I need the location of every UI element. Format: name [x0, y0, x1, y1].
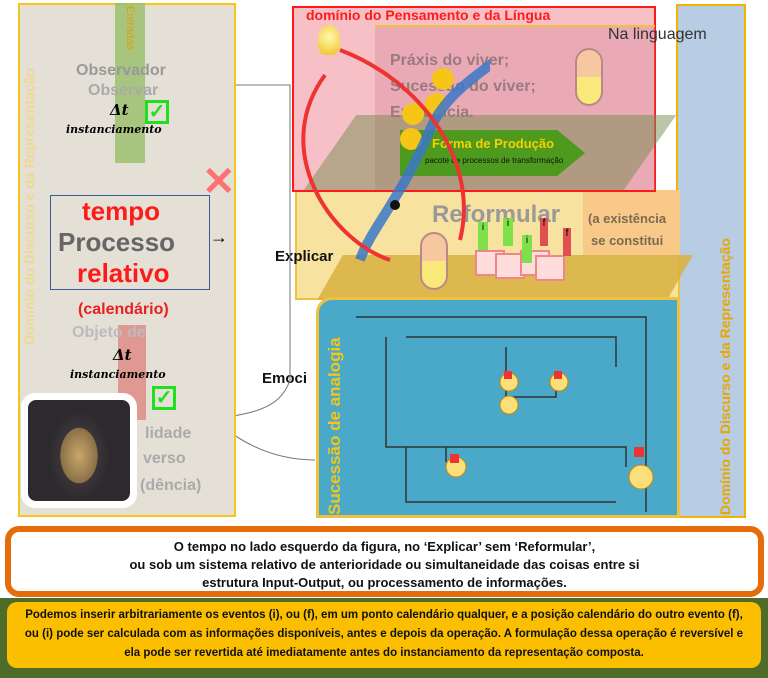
- tempo-label: tempo: [82, 196, 160, 226]
- observador-label: Observador: [76, 62, 166, 79]
- arrow-right-icon: →: [210, 227, 228, 247]
- reformular-label: Reformular: [432, 201, 561, 228]
- event-cards: [475, 245, 570, 281]
- existencia-line-2: se constitui: [591, 233, 664, 248]
- praxis-line-1: Práxis do viver;: [390, 52, 510, 69]
- instanciamento-top: instanciamento: [66, 123, 162, 136]
- left-domain-label: Domínio do Discurso e da Representação: [21, 68, 37, 345]
- entradas-arrow: [115, 3, 145, 163]
- marker-i-1: i: [478, 222, 488, 250]
- marker-i-2: i: [503, 218, 513, 246]
- analogy-box: [316, 297, 680, 518]
- dencia-label: (dência): [140, 477, 202, 494]
- calendario-label: (calendário): [78, 301, 169, 318]
- delta-t-bottom: Δt: [113, 346, 132, 364]
- process-nodes: [445, 371, 654, 490]
- smiley-icon: [400, 128, 422, 150]
- cube-node-icon: [575, 48, 603, 106]
- forma-producao-subtitle: pacote de processos de transformação: [425, 156, 564, 165]
- forma-producao-title: Forma de Produção: [432, 136, 555, 151]
- marker-f-2: f: [563, 228, 571, 256]
- check-icon: ✓: [145, 100, 169, 124]
- entradas-label: Entradas: [124, 6, 137, 51]
- smiley-icon: [432, 68, 454, 90]
- verso-label: verso: [143, 450, 186, 467]
- lidade-label: lidade: [145, 425, 192, 442]
- observar-label: Observar: [88, 82, 159, 99]
- statue-photo: [21, 393, 137, 508]
- relativo-label: relativo: [77, 258, 170, 288]
- objeto-label: Objeto de: [72, 324, 146, 341]
- processo-label: Processo: [58, 227, 176, 257]
- cross-icon: ✕: [202, 160, 236, 204]
- caption-line-2: ou sob um sistema relativo de anteriorid…: [129, 557, 640, 572]
- caption-box: O tempo no lado esquerdo da figura, no ‘…: [5, 526, 764, 597]
- marker-f-1: f: [540, 218, 548, 246]
- right-domain-label: Domínio do Discurso e da Representação: [717, 238, 733, 515]
- lightbulb-icon: [318, 25, 340, 55]
- note-box: Podemos inserir arbitrariamente os event…: [7, 602, 761, 668]
- existencia-box: [583, 190, 680, 255]
- thought-domain-title: domínio do Pensamento e da Língua: [306, 7, 551, 23]
- instanciamento-bottom: instanciamento: [70, 368, 166, 381]
- cube-node-icon: [420, 232, 448, 290]
- check-icon: ✓: [152, 386, 176, 410]
- emocionar-label: Emoci: [262, 370, 308, 387]
- process-cube: [50, 195, 210, 290]
- existencia-line-1: (a existência: [588, 211, 667, 226]
- smiley-icon: [402, 103, 424, 125]
- delta-t-top: Δt: [110, 101, 129, 119]
- caption-line-3: estrutura Input-Output, ou processamento…: [202, 575, 567, 590]
- caption-line-1: O tempo no lado esquerdo da figura, no ‘…: [173, 539, 596, 554]
- na-linguagem-label: Na linguagem: [608, 26, 707, 43]
- connecting-arrows: [301, 48, 490, 262]
- marker-i-3: i: [522, 235, 532, 263]
- analogy-flowchart: [356, 316, 654, 512]
